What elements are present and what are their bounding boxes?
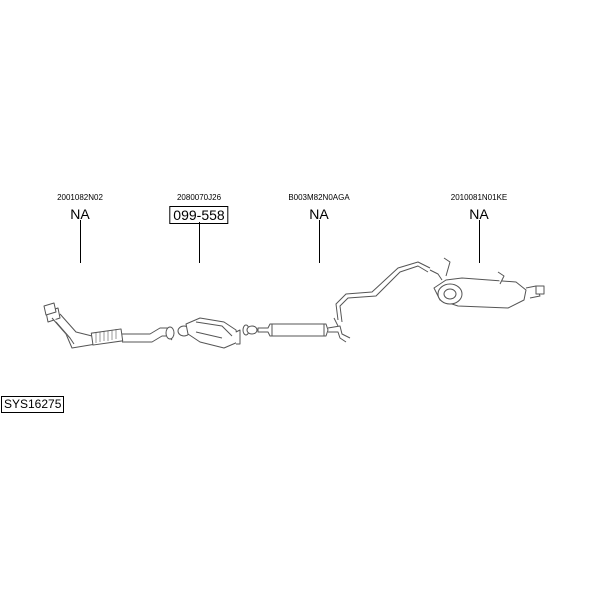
part-label-1: 2001082N02 NA xyxy=(57,193,103,222)
part-reference-link[interactable]: 099-558 xyxy=(169,206,229,224)
leader-line-part-4 xyxy=(479,220,480,263)
rear-silencer xyxy=(429,257,545,309)
part-number: 2010081N01KE xyxy=(450,193,508,202)
part-number: B003M82N0AGA xyxy=(288,193,350,202)
part-label-4: 2010081N01KE NA xyxy=(451,193,508,222)
front-pipe xyxy=(43,302,191,349)
part-reference: NA xyxy=(469,206,489,222)
part-number: 2001082N02 xyxy=(57,193,103,202)
system-id-label: SYS16275 xyxy=(1,396,65,413)
catalytic-converter xyxy=(185,317,250,349)
centre-silencer xyxy=(246,261,431,343)
part-label-2: 2080070J26 099-558 xyxy=(169,193,229,224)
part-reference: NA xyxy=(309,206,329,222)
part-reference: NA xyxy=(70,206,90,222)
leader-line-part-3 xyxy=(319,220,320,263)
part-label-3: B003M82N0AGA NA xyxy=(288,193,349,222)
leader-line-part-2 xyxy=(199,222,200,263)
part-number: 2080070J26 xyxy=(176,193,222,202)
leader-line-part-1 xyxy=(80,220,81,263)
